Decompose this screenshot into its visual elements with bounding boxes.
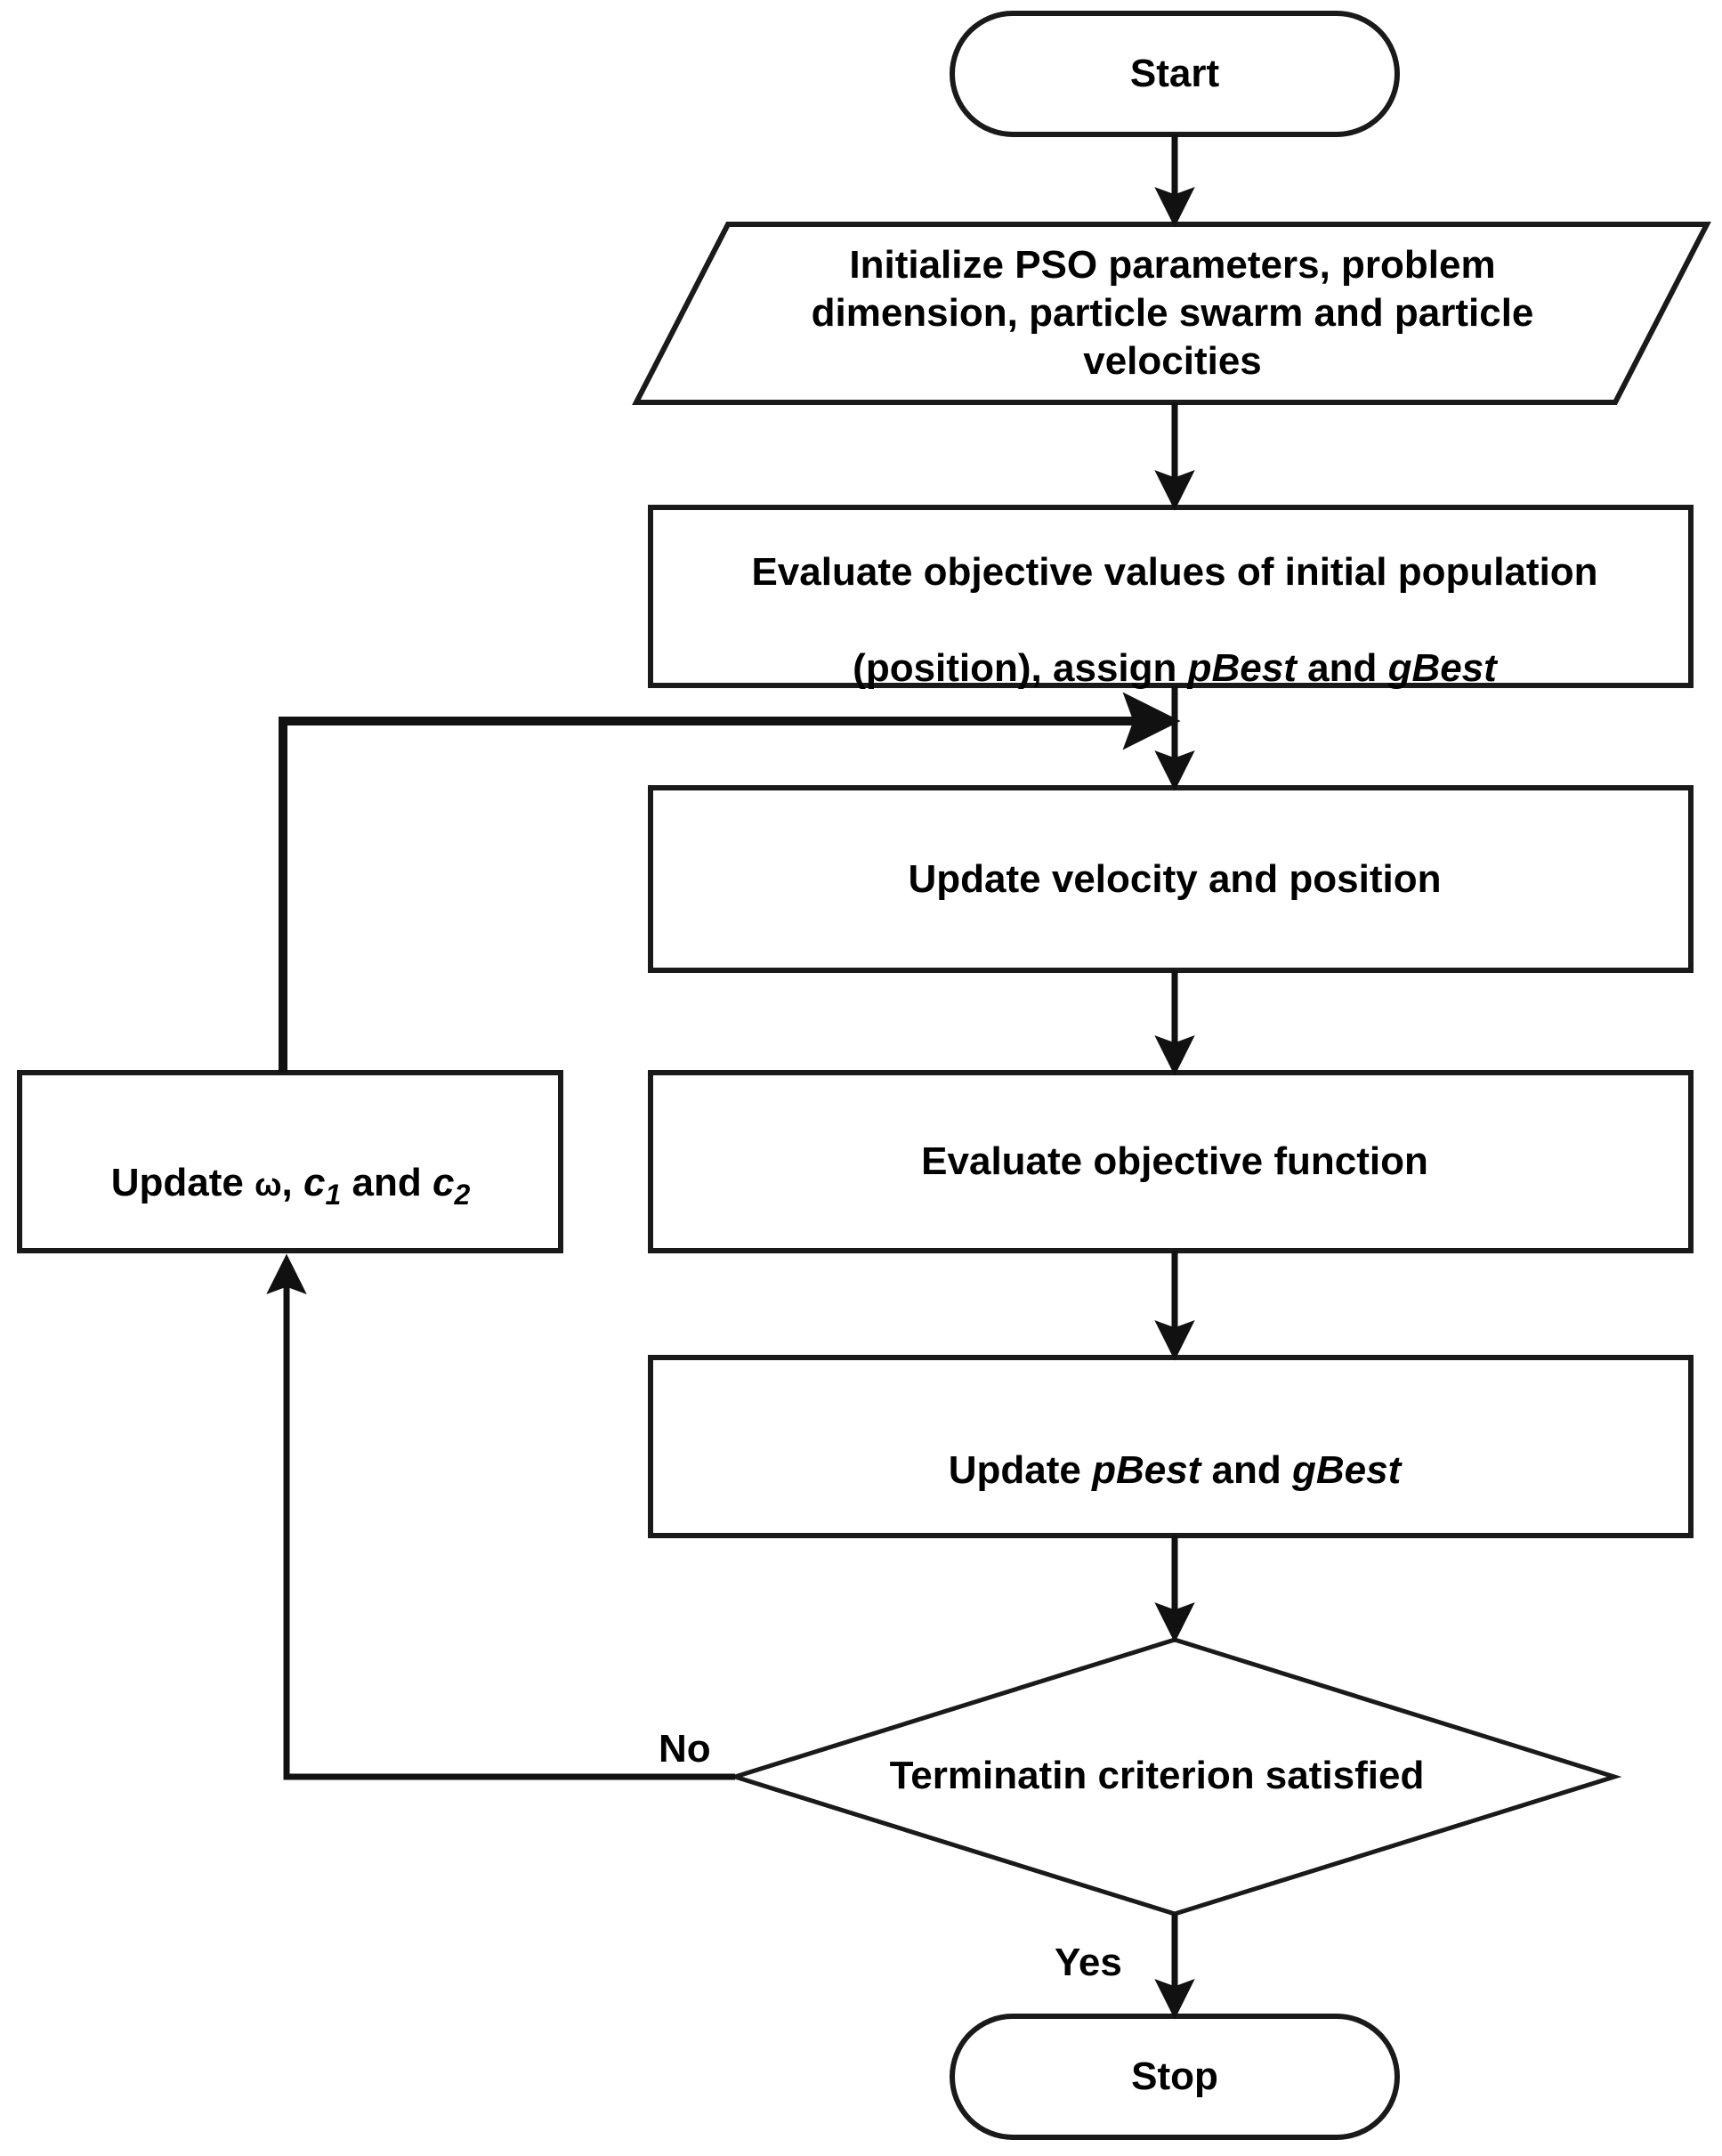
node-termination-shape	[727, 1637, 1622, 1917]
node-start-shape	[950, 11, 1400, 137]
node-initialize-shape	[632, 222, 1711, 405]
edge-termination-no-to-update-params	[266, 1253, 735, 1780]
node-update-params-shape	[17, 1070, 563, 1253]
edge-update-params-to-update-velocity-loop	[279, 692, 1181, 1073]
node-update-velocity-position-shape	[648, 785, 1694, 973]
node-stop-shape	[950, 2014, 1400, 2140]
node-evaluate-objective-shape	[648, 1070, 1694, 1253]
node-evaluate-initial-shape	[648, 505, 1694, 688]
node-update-best-shape	[648, 1355, 1694, 1538]
